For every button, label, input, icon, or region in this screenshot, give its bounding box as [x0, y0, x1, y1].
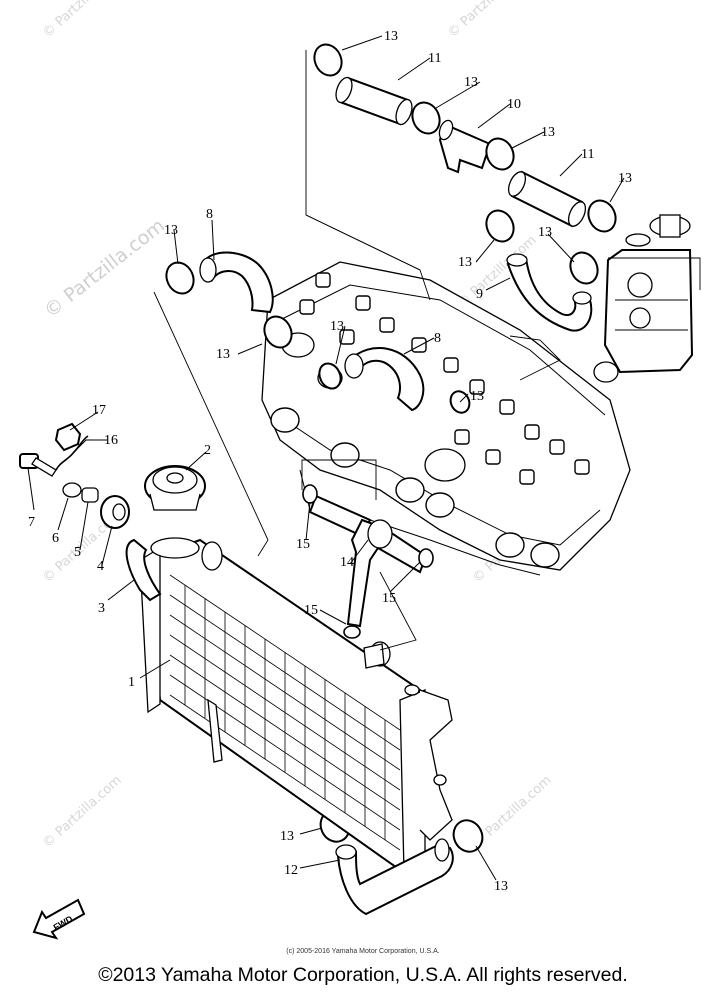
radiator — [139, 537, 453, 874]
hose-12 — [335, 838, 454, 916]
hose-8-left — [199, 251, 274, 314]
callout-4: 4 — [97, 559, 104, 574]
callout-labels: 13 11 13 10 13 11 13 8 13 13 13 9 8 13 1… — [28, 29, 632, 894]
callout-13: 13 — [464, 75, 478, 90]
collar-5 — [81, 487, 99, 503]
callout-14: 14 — [340, 555, 354, 570]
callout-10: 10 — [507, 97, 521, 112]
hose-clamps-15 — [302, 484, 434, 639]
callout-13: 13 — [458, 255, 472, 270]
callout-5: 5 — [74, 545, 81, 560]
pipe-10 — [438, 119, 492, 174]
callout-15: 15 — [296, 537, 310, 552]
bolt-7 — [19, 453, 57, 477]
small-copyright: (c) 2005-2016 Yamaha Motor Corporation, … — [286, 948, 440, 955]
grommet-4 — [100, 495, 130, 529]
callout-13: 13 — [216, 347, 230, 362]
callout-13: 13 — [494, 879, 508, 894]
callout-13: 13 — [164, 223, 178, 238]
overflow-hose-3 — [125, 538, 162, 602]
callout-15: 15 — [382, 591, 396, 606]
washer-6 — [62, 482, 82, 498]
callout-3: 3 — [98, 601, 105, 616]
callout-6: 6 — [52, 531, 59, 546]
nut-17 — [54, 422, 82, 452]
callout-16: 16 — [104, 433, 118, 448]
callout-1: 1 — [128, 675, 135, 690]
callout-13: 13 — [384, 29, 398, 44]
hose-8-center — [344, 347, 425, 412]
callout-leaders — [27, 35, 625, 881]
forward-arrow-icon: FWD — [32, 898, 86, 940]
assembly-outline-lines — [153, 50, 701, 651]
callout-13: 13 — [330, 319, 344, 334]
callout-7: 7 — [28, 515, 35, 530]
callout-8: 8 — [206, 207, 213, 222]
callout-11: 11 — [428, 51, 441, 66]
callout-11: 11 — [581, 147, 594, 162]
callout-13: 13 — [541, 125, 555, 140]
callout-17: 17 — [92, 403, 106, 418]
thermostat-housing — [593, 214, 694, 383]
hose-11-upper — [335, 76, 413, 126]
callout-15: 15 — [304, 603, 318, 618]
hose-9 — [506, 253, 593, 332]
callout-9: 9 — [476, 287, 483, 302]
engine-cylinder-head — [261, 261, 631, 576]
radiator-cap — [144, 465, 206, 511]
callout-13: 13 — [618, 171, 632, 186]
callout-13: 13 — [538, 225, 552, 240]
callout-12: 12 — [284, 863, 298, 878]
hose-11-lower — [507, 170, 587, 228]
callout-2: 2 — [204, 443, 211, 458]
callout-13: 13 — [280, 829, 294, 844]
callout-8: 8 — [434, 331, 441, 346]
pipe-14 — [308, 494, 428, 628]
footer-copyright: ©2013 Yamaha Motor Corporation, U.S.A. A… — [98, 964, 628, 986]
callout-13: 13 — [470, 389, 484, 404]
